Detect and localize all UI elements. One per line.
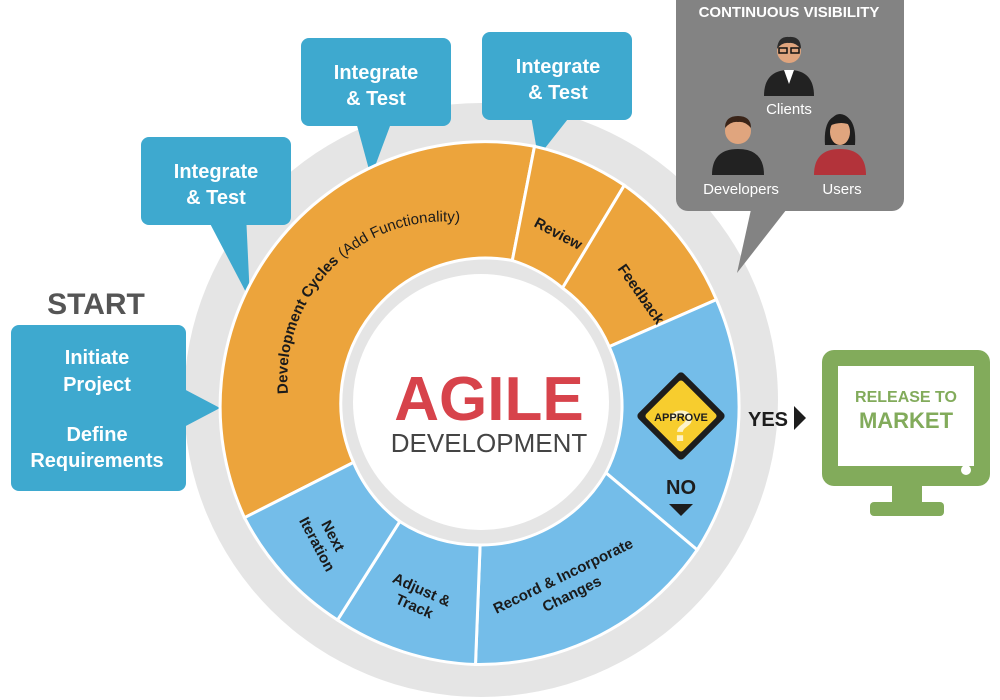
visibility-title: CONTINUOUS VISIBILITY (699, 4, 880, 21)
segment-development-cycles (218, 140, 537, 520)
orange-segments (218, 140, 719, 520)
integrate-bubble-3: Integrate & Test (482, 32, 632, 157)
clients-label: Clients (766, 101, 812, 118)
segment-next-iteration (242, 460, 402, 623)
user-person-icon (814, 114, 866, 175)
yes-label: YES (748, 409, 788, 431)
integrate-bubble-1-line2: & Test (186, 187, 246, 209)
release-monitor-icon: RELEASE TO MARKET (822, 350, 990, 516)
integrate-bubble-2-line1: Integrate (334, 62, 418, 84)
approve-label: APPROVE (654, 412, 708, 424)
release-line1: RELEASE TO (855, 389, 957, 406)
center-circle (353, 274, 609, 530)
center-subtitle: DEVELOPMENT (391, 428, 588, 458)
start-box-line3: Define (66, 424, 127, 446)
start-box: Initiate Project Define Requirements (11, 325, 220, 491)
question-mark-icon: ? (668, 402, 695, 451)
center-title: AGILE (394, 365, 583, 434)
release-line2: MARKET (859, 408, 954, 433)
approve-diamond: ? APPROVE (637, 372, 725, 460)
integrate-bubble-2-line2: & Test (346, 88, 406, 110)
developer-person-icon (712, 116, 764, 175)
developers-label: Developers (703, 181, 779, 198)
start-box-line1: Initiate (65, 347, 129, 369)
client-person-icon (764, 36, 814, 96)
visibility-panel: CONTINUOUS VISIBILITY Clients Developers… (676, 0, 904, 273)
integrate-bubble-3-line1: Integrate (516, 56, 600, 78)
integrate-bubble-1: Integrate & Test (141, 137, 291, 300)
integrate-bubble-2: Integrate & Test (301, 38, 451, 177)
start-box-line2: Project (63, 374, 131, 396)
start-box-line4: Requirements (30, 450, 163, 472)
no-label: NO (666, 477, 696, 499)
start-label: START (47, 288, 145, 321)
yes-arrow-icon (794, 406, 806, 430)
no-arrow-icon (669, 504, 693, 516)
users-label: Users (822, 181, 861, 198)
integrate-bubble-1-line1: Integrate (174, 161, 258, 183)
integrate-bubble-3-line2: & Test (528, 82, 588, 104)
